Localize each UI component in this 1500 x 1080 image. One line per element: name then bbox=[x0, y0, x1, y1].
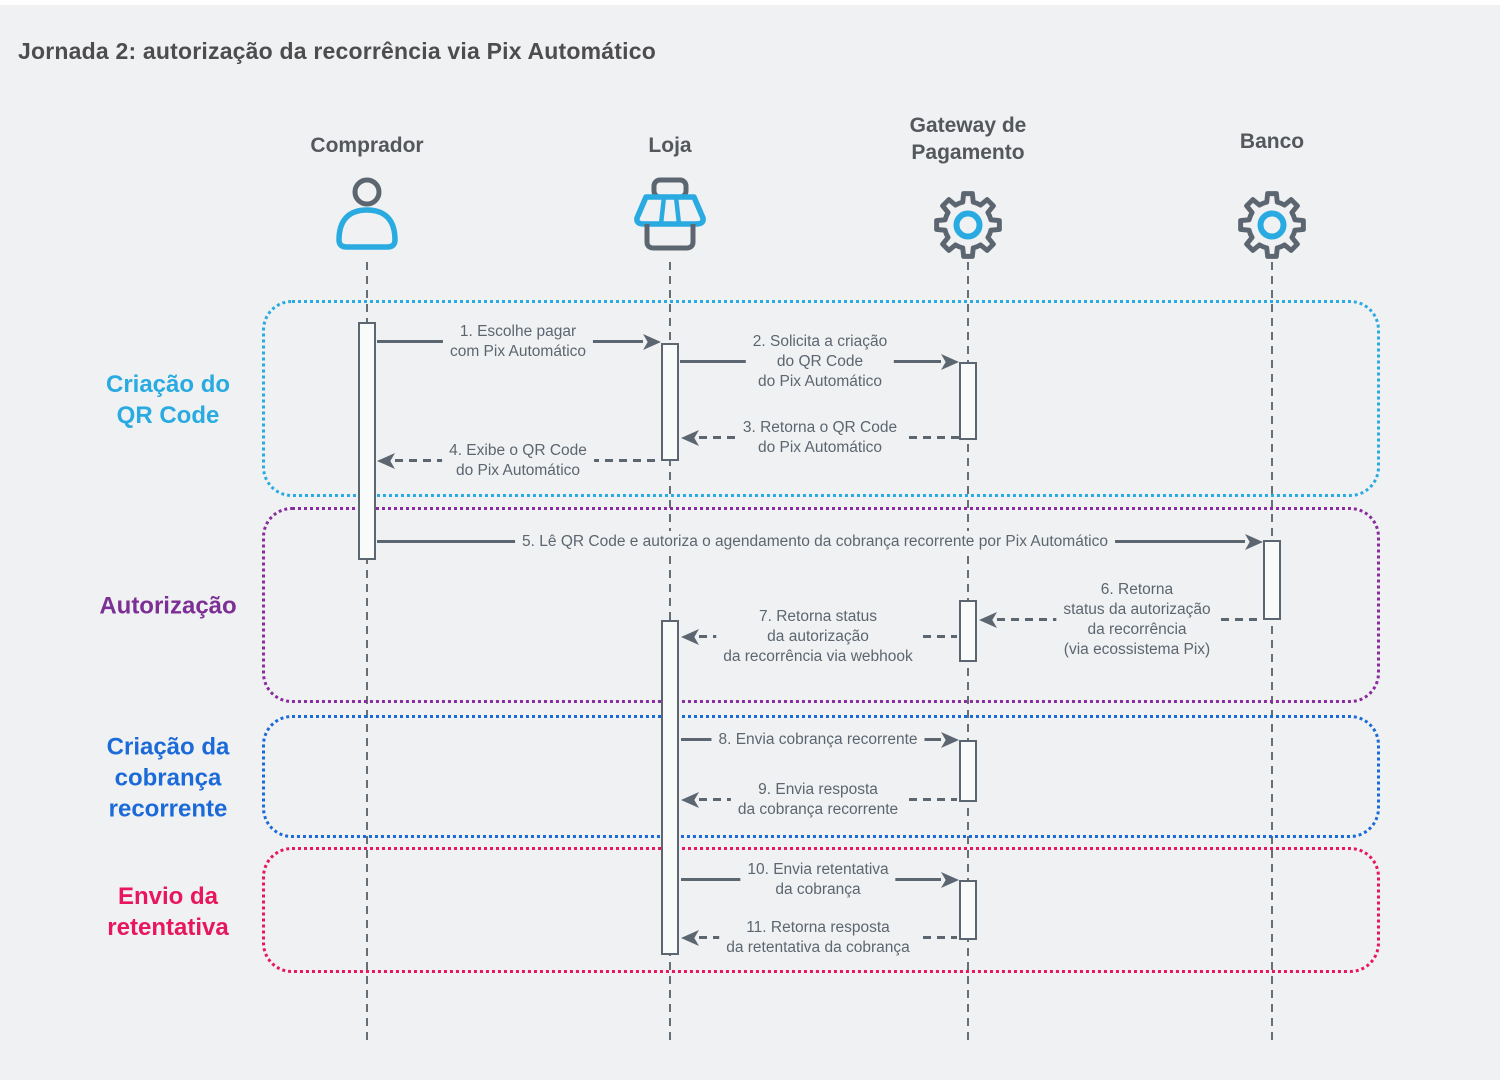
activation-bar-gateway-1 bbox=[959, 362, 977, 440]
storefront-icon bbox=[630, 176, 710, 265]
gear-icon bbox=[1237, 190, 1307, 265]
message-1-label: 1. Escolhe pagar com Pix Automático bbox=[442, 321, 594, 363]
message-6-label: 6. Retorna status da autorização da reco… bbox=[1056, 579, 1218, 661]
actor-label-banco: Banco bbox=[1239, 130, 1305, 153]
message-10-label: 10. Envia retentativa da cobrança bbox=[740, 859, 896, 901]
actor-label-comprador: Comprador bbox=[310, 134, 424, 157]
activation-bar-banco bbox=[1263, 540, 1281, 620]
actor-label-loja: Loja bbox=[648, 134, 692, 157]
activation-bar-gateway-4 bbox=[959, 880, 977, 940]
message-11-label: 11. Retorna resposta da retentativa da c… bbox=[719, 917, 917, 959]
top-strip bbox=[0, 0, 1500, 5]
message-7-label: 7. Retorna status da autorização da reco… bbox=[716, 606, 920, 668]
message-4-label: 4. Exibe o QR Code do Pix Automático bbox=[442, 440, 594, 482]
phase-box-envio-retentativa bbox=[262, 847, 1380, 973]
activation-bar-comprador bbox=[358, 322, 376, 560]
lifeline-banco bbox=[1271, 262, 1273, 1042]
activation-bar-gateway-2 bbox=[959, 600, 977, 662]
phase-label-autorizacao: Autorização bbox=[99, 592, 237, 620]
lifeline-comprador bbox=[366, 262, 368, 1042]
gear-icon bbox=[933, 190, 1003, 265]
activation-bar-gateway-3 bbox=[959, 740, 977, 802]
actor-label-gateway: Gateway de Pagamento bbox=[909, 114, 1027, 164]
message-3-label: 3. Retorna o QR Code do Pix Automático bbox=[735, 417, 905, 459]
phase-label-envio-retentativa: Envio da retentativa bbox=[107, 883, 229, 941]
phase-label-criacao-qr-code: Criação do QR Code bbox=[105, 371, 231, 429]
page-title: Jornada 2: autorização da recorrência vi… bbox=[18, 38, 656, 64]
phase-box-criacao-cobranca bbox=[262, 715, 1380, 838]
message-8-label: 8. Envia cobrança recorrente bbox=[711, 729, 925, 751]
phase-box-criacao-qr-code bbox=[262, 300, 1380, 497]
message-9-label: 9. Envia resposta da cobrança recorrente bbox=[730, 779, 906, 821]
phase-label-criacao-cobranca: Criação da cobrança recorrente bbox=[106, 733, 230, 823]
person-icon bbox=[327, 176, 407, 265]
phase-box-autorizacao bbox=[262, 507, 1380, 703]
activation-bar-loja-2 bbox=[661, 620, 679, 955]
message-2-label: 2. Solicita a criação do QR Code do Pix … bbox=[745, 331, 895, 393]
message-5-label: 5. Lê QR Code e autoriza o agendamento d… bbox=[515, 531, 1115, 553]
activation-bar-loja-1 bbox=[661, 343, 679, 461]
